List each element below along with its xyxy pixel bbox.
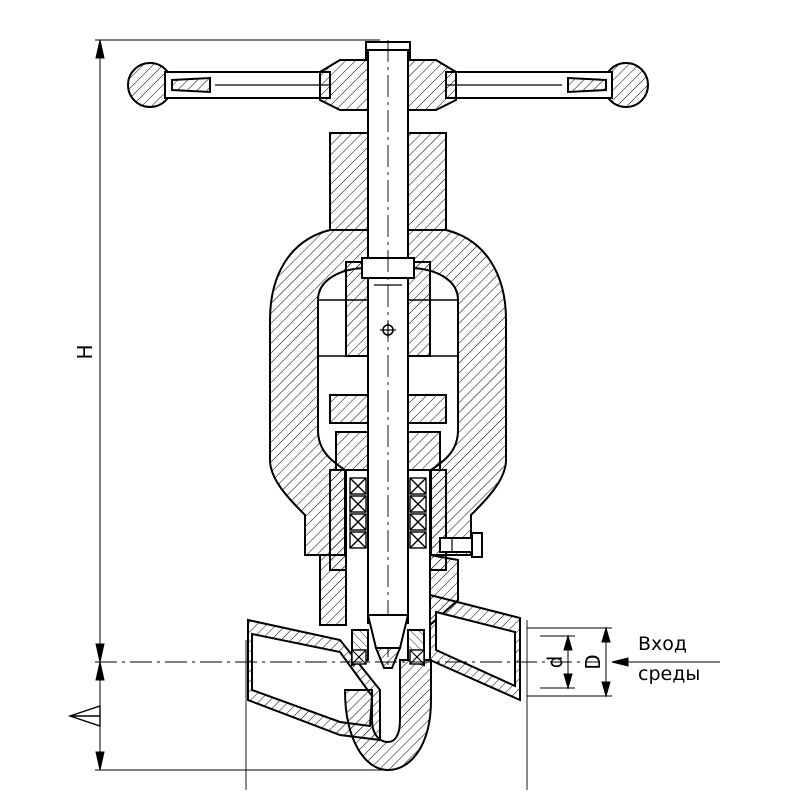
- label-height-H: H: [73, 344, 97, 359]
- gland-packing: [329, 431, 483, 571]
- elevation-marker: [67, 705, 101, 727]
- label-medium-inlet-1: Вход: [638, 633, 687, 655]
- label-medium-inlet-2: среды: [638, 663, 700, 685]
- dimension-lines: [95, 39, 720, 790]
- valve-body: [247, 553, 521, 772]
- valve-stem: [361, 40, 415, 670]
- drawing-labels: H d D Вход среды: [73, 344, 700, 685]
- label-outer-D: D: [581, 654, 605, 669]
- label-pitch-d: d: [543, 656, 567, 669]
